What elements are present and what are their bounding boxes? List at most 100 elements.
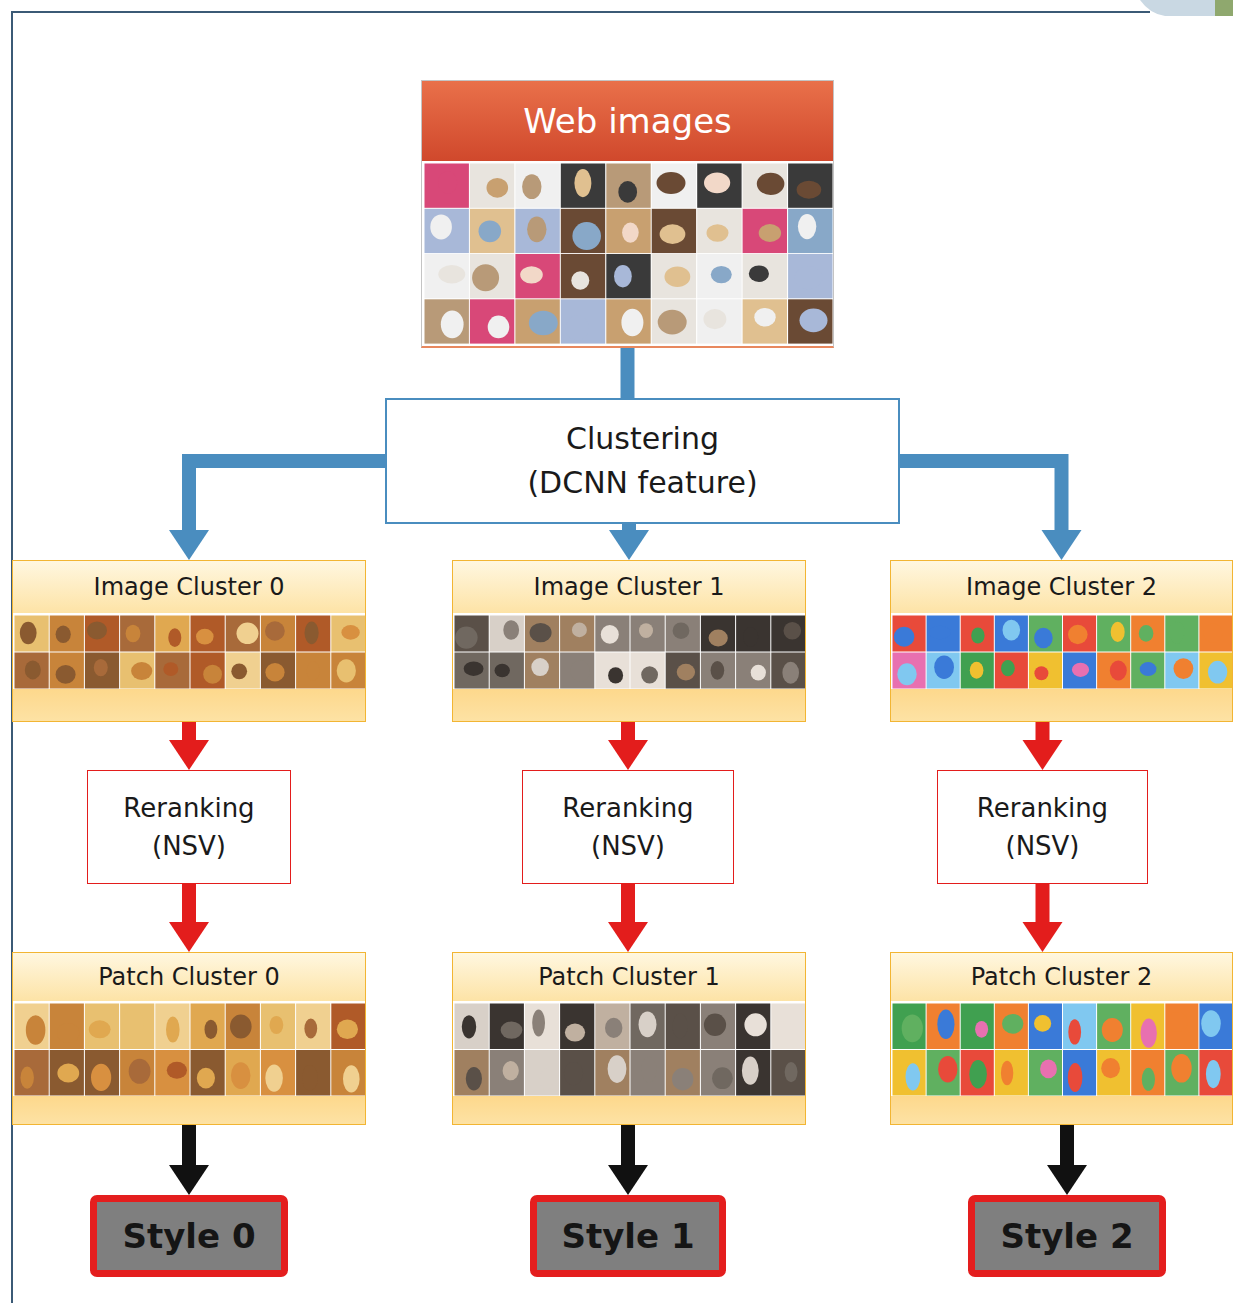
arrow-line <box>182 722 196 742</box>
thumbnail <box>120 1004 154 1050</box>
thumbnail-subject <box>929 626 951 639</box>
thumbnail-subject <box>1206 1060 1221 1088</box>
thumbnail <box>995 653 1028 689</box>
flow-arrow <box>1023 884 1063 952</box>
thumbnail <box>736 1004 770 1050</box>
thumbnail-subject <box>503 1061 519 1080</box>
thumbnail <box>525 1050 559 1096</box>
thumbnail-subject <box>894 627 915 647</box>
thumbnail-subject <box>639 623 653 638</box>
thumbnail-subject <box>1204 623 1223 642</box>
thumbnail <box>788 209 832 253</box>
thumbnail-subject <box>1169 622 1184 644</box>
thumbnail <box>697 299 741 343</box>
thumbnail <box>666 616 700 652</box>
thumbnail <box>120 653 154 689</box>
thumbnail <box>296 653 330 689</box>
thumbnail <box>226 1050 260 1096</box>
thumbnail <box>331 653 365 689</box>
thumbnail <box>736 1050 770 1096</box>
thumbnail-subject <box>608 1055 627 1083</box>
thumbnail <box>296 616 330 652</box>
thumbnail-subject <box>163 662 178 676</box>
thumbnail-subject <box>971 628 984 644</box>
thumbnail <box>1097 1050 1130 1096</box>
thumbnail <box>560 1050 594 1096</box>
arrow-line <box>621 884 635 924</box>
thumbnail-subject <box>462 1015 476 1038</box>
thumbnail-subject <box>1201 1010 1221 1037</box>
thumbnail-subject <box>522 174 541 199</box>
thumbnail-subject <box>754 308 775 327</box>
thumbnail-subject <box>488 316 510 339</box>
thumbnail <box>631 616 665 652</box>
thumbnail-subject <box>123 1009 144 1036</box>
thumbnail-subject <box>757 173 785 195</box>
thumbnail <box>561 299 605 343</box>
thumbnail <box>1063 1050 1096 1096</box>
thumbnail-subject <box>677 664 695 681</box>
thumbnail-subject <box>1040 1060 1057 1079</box>
thumbnail <box>50 653 84 689</box>
thumbnail <box>296 1050 330 1096</box>
thumbnail <box>455 653 489 689</box>
thumbnail <box>893 653 926 689</box>
thumbnail <box>1029 1004 1062 1050</box>
thumbnail <box>155 1050 189 1096</box>
thumbnail-subject <box>167 1062 187 1079</box>
process-box: Clustering (DCNN feature) <box>385 398 900 524</box>
thumbnail <box>561 254 605 298</box>
image-cluster-box: Image Cluster 0 <box>12 560 366 722</box>
arrow-line <box>621 348 635 398</box>
thumbnail-subject <box>87 621 107 639</box>
thumbnail-subject <box>337 1019 358 1039</box>
thumbnail <box>652 299 696 343</box>
thumbnail <box>1165 1050 1198 1096</box>
process-box: Reranking (NSV) <box>87 770 291 884</box>
thumbnail-subject <box>938 1056 957 1082</box>
thumbnail-subject <box>601 625 619 644</box>
corner-ornament <box>1215 0 1233 16</box>
thumbnail <box>631 653 665 689</box>
node-label: Patch Cluster 1 <box>538 953 720 1001</box>
thumbnail-subject <box>1001 660 1015 676</box>
arrow-line <box>621 722 635 742</box>
patch-cluster-box: Patch Cluster 1 <box>452 952 806 1125</box>
thumbnail <box>15 1050 49 1096</box>
thumbnail-subject <box>902 1014 923 1042</box>
thumbnail-subject <box>1139 625 1154 642</box>
thumbnail-subject <box>969 1060 987 1088</box>
thumbnail <box>85 1004 119 1050</box>
thumbnail <box>191 1050 225 1096</box>
thumbnail <box>50 1050 84 1096</box>
thumbnail <box>85 1050 119 1096</box>
thumbnail-subject <box>230 1015 252 1039</box>
arrowhead <box>1023 740 1063 770</box>
arrow-line <box>189 461 385 532</box>
thumbnail-subject <box>1101 1058 1120 1078</box>
thumbnail-subject <box>1072 663 1089 677</box>
thumbnail <box>697 254 741 298</box>
thumbnail <box>743 164 787 208</box>
thumbnail-subject <box>337 659 356 682</box>
source-box: Web images <box>421 80 834 348</box>
thumbnail-subject <box>975 1021 988 1038</box>
thumbnail <box>490 1050 524 1096</box>
arrowhead <box>169 922 209 952</box>
thumbnail-subject <box>503 620 519 640</box>
thumbnail-subject <box>785 1062 798 1082</box>
corner-ornament <box>1140 0 1215 16</box>
thumbnail <box>515 164 559 208</box>
thumbnail <box>425 299 469 343</box>
thumbnail-subject <box>572 623 587 638</box>
thumbnail <box>927 653 960 689</box>
thumbnail-subject <box>1171 1054 1191 1083</box>
thumbnail <box>560 1004 594 1050</box>
thumbnail <box>455 1004 489 1050</box>
thumbnail <box>155 616 189 652</box>
thumbnail-subject <box>712 1067 733 1089</box>
output-box: Style 0 <box>90 1195 288 1277</box>
thumbnail-subject <box>574 169 591 197</box>
flow-arrow <box>608 1125 648 1195</box>
